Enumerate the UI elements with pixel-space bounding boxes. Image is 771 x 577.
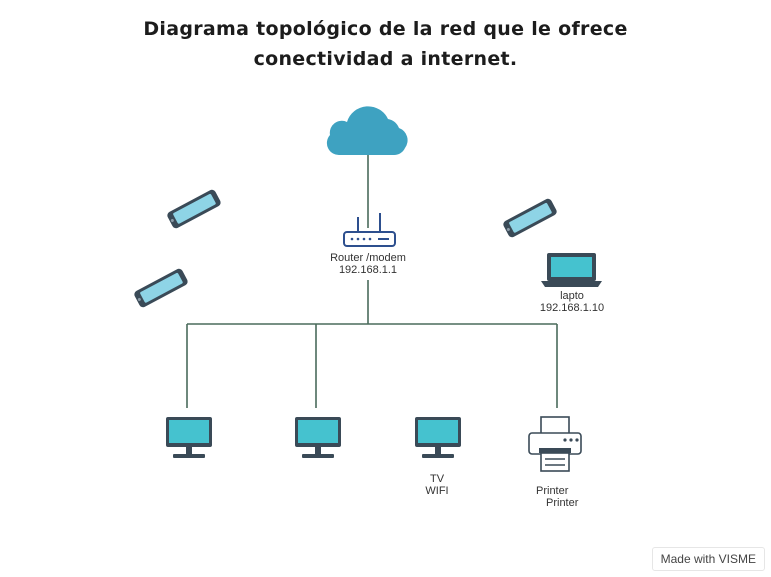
title-line-1: Diagrama topológico de la red que le ofr… [143, 18, 628, 40]
connection-lines [186, 152, 558, 408]
tv-line-2: WIFI [425, 485, 449, 497]
monitor-icon [166, 417, 212, 458]
laptop-ip: 192.168.1.10 [539, 302, 605, 314]
router-name: Router /modem [330, 252, 406, 264]
tv-monitor-icon [415, 417, 461, 458]
laptop-label: lapto 192.168.1.10 [522, 290, 622, 314]
cloud-icon [326, 106, 408, 156]
monitor-icon [295, 417, 341, 458]
phone-icon [165, 188, 223, 230]
phone-icon [501, 197, 559, 239]
laptop-name: lapto [560, 290, 584, 302]
printer-line-1: Printer [536, 485, 569, 497]
title-line-2: conectividad a internet. [253, 48, 518, 70]
printer-icon [526, 414, 584, 474]
printer-label: Printer Printer [536, 485, 578, 509]
router-icon [343, 213, 396, 247]
made-with-visme-badge[interactable]: Made with VISME [651, 547, 765, 571]
router-label: Router /modem 192.168.1.1 [318, 252, 418, 276]
phone-icon [132, 267, 190, 309]
printer-line-2: Printer [546, 497, 579, 509]
tv-line-1: TV [429, 473, 445, 485]
laptop-icon [541, 253, 602, 287]
page-title: Diagrama topológico de la red que le ofr… [0, 14, 771, 74]
tv-label: TV WIFI [397, 473, 477, 497]
router-ip: 192.168.1.1 [338, 264, 398, 276]
